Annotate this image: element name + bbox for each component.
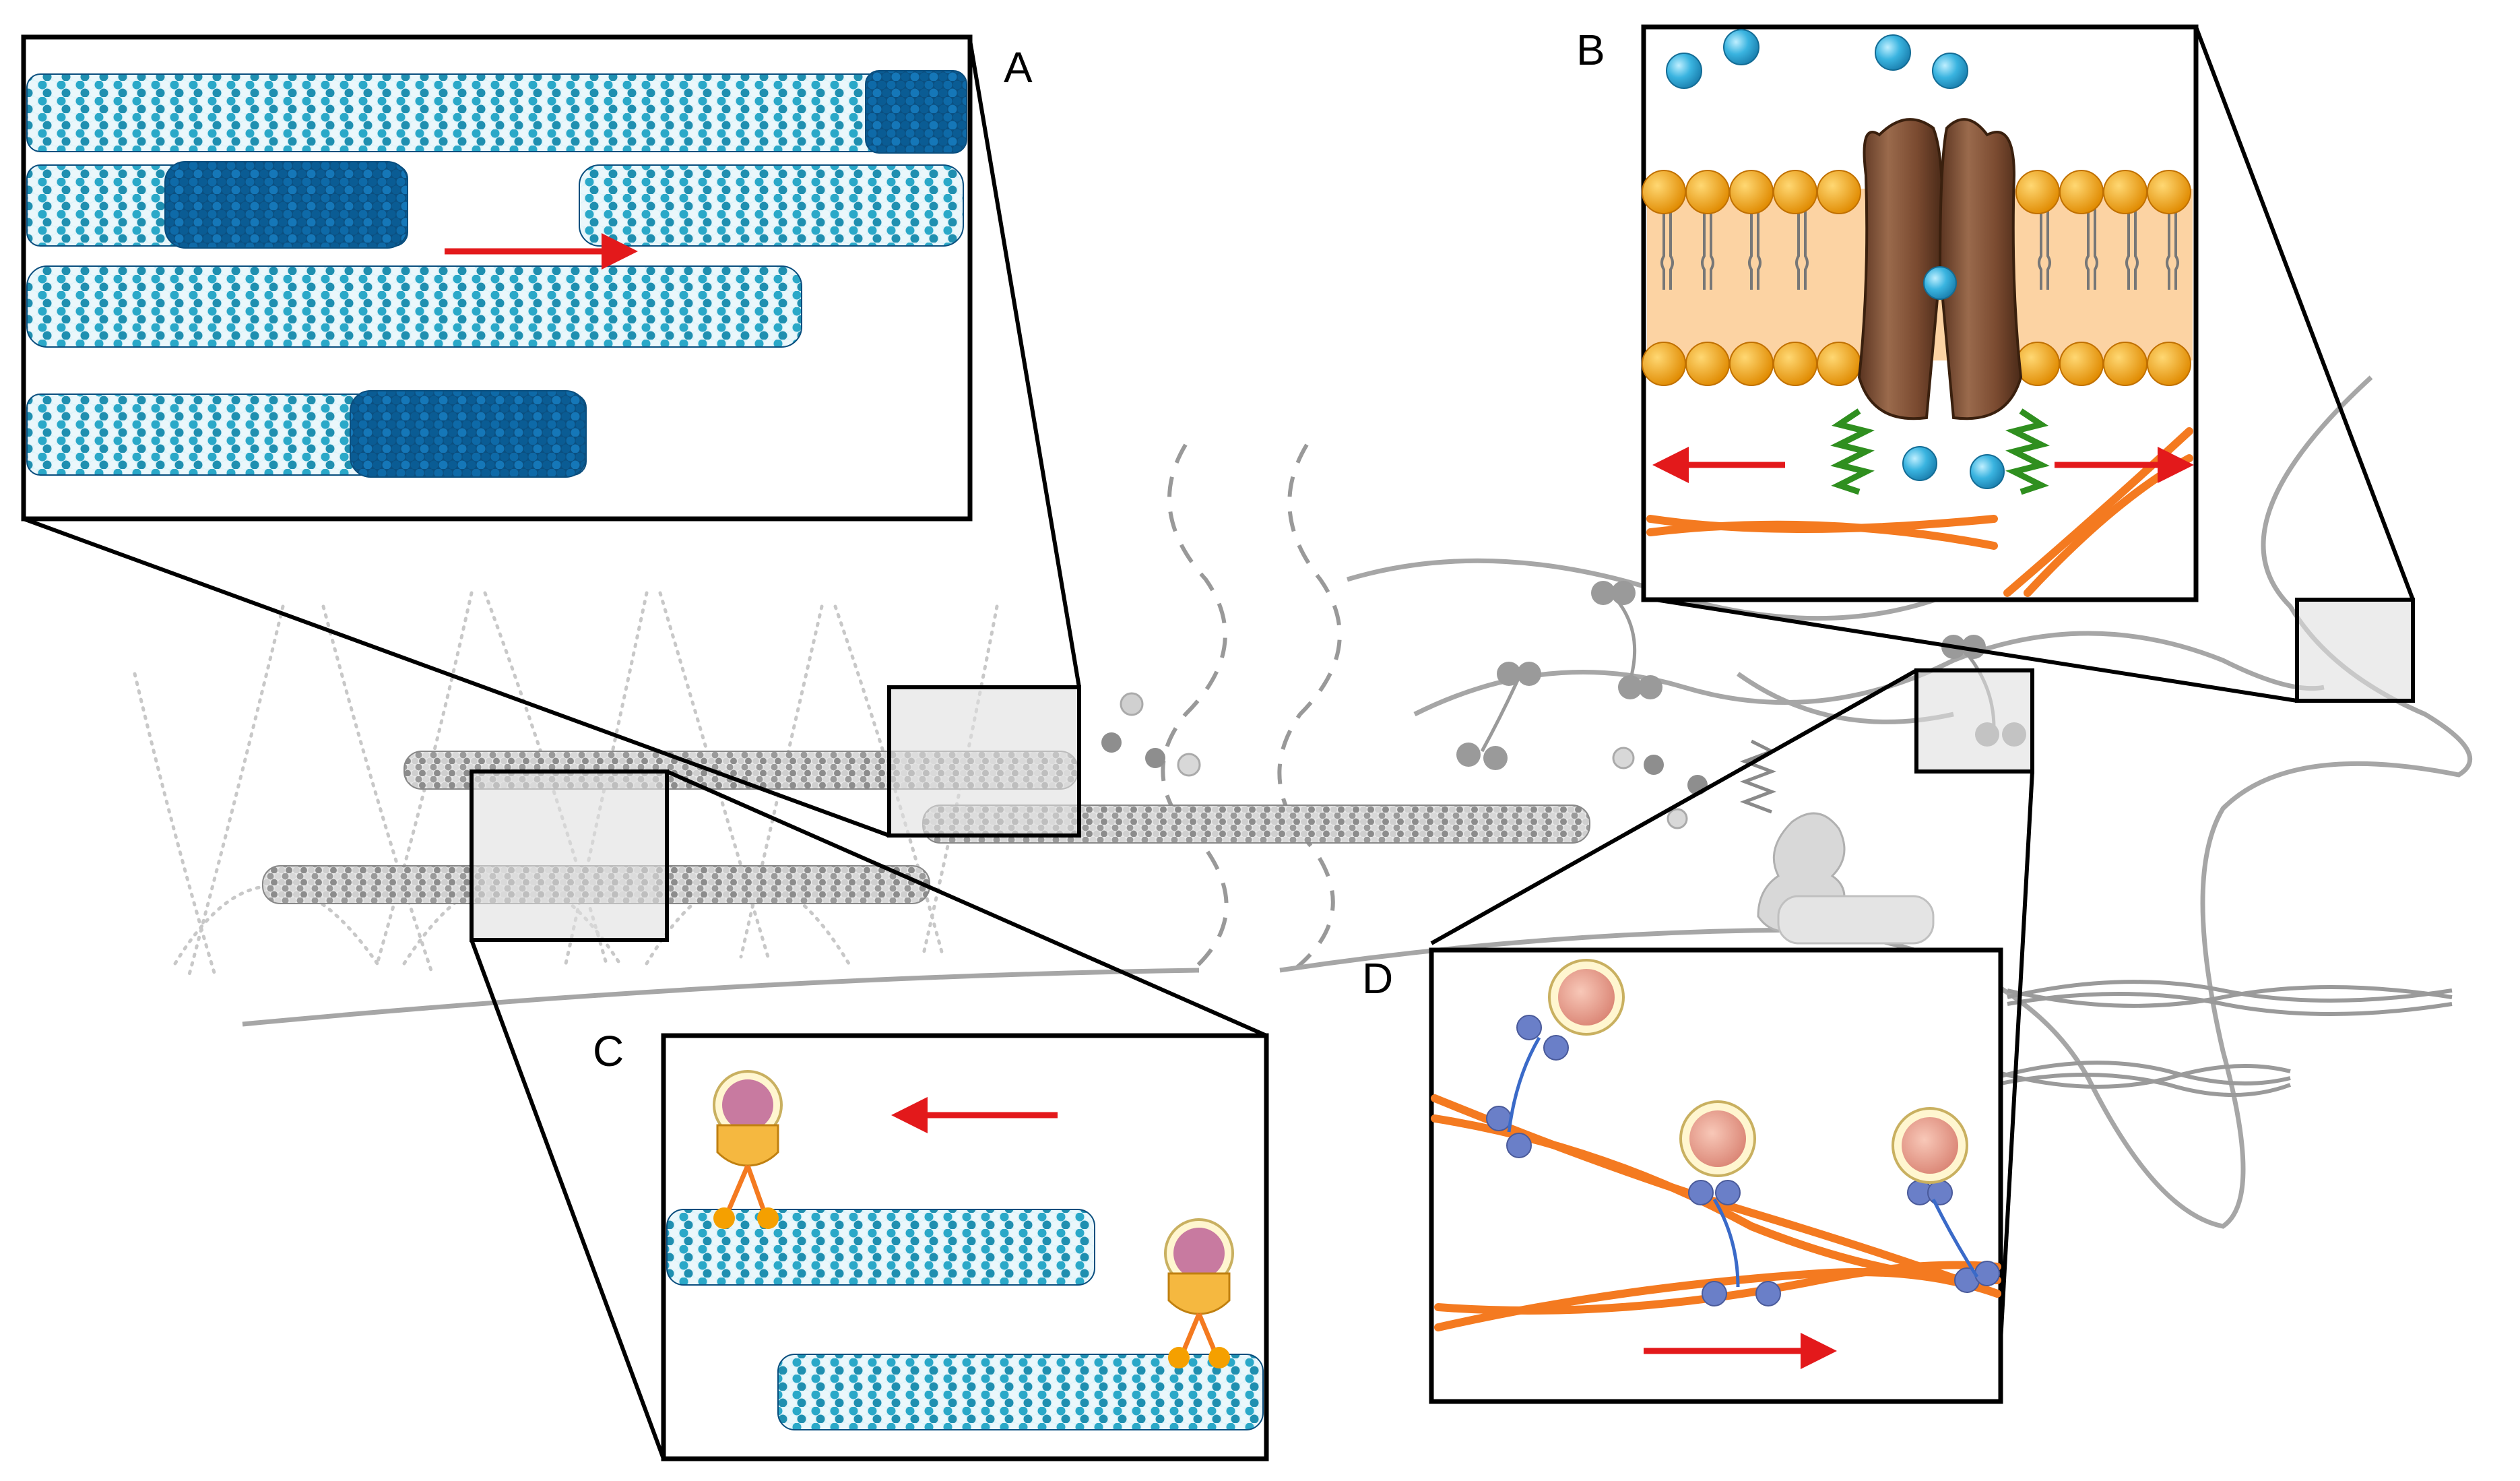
zoom-connector-lines bbox=[22, 26, 2415, 1460]
panel-label-a: A bbox=[1004, 43, 1033, 92]
panel-d bbox=[1429, 947, 2003, 1404]
ion-icons bbox=[1666, 29, 2005, 489]
lipid-tails bbox=[1660, 202, 2179, 290]
microtubules-panel-a bbox=[26, 70, 967, 478]
vesicle-icons bbox=[1548, 959, 1968, 1184]
panel-a bbox=[21, 34, 973, 522]
zoom-source-boxes bbox=[470, 598, 2415, 942]
panel-label-b: B bbox=[1576, 26, 1605, 74]
motor-protein-icon bbox=[713, 1070, 783, 1229]
panel-b bbox=[1641, 24, 2199, 602]
microtubules-panel-c bbox=[666, 1209, 1264, 1430]
motor-protein-icon bbox=[1164, 1218, 1234, 1368]
panel-label-d: D bbox=[1362, 954, 1394, 1003]
spring-linkers bbox=[1830, 408, 2050, 495]
myosin-motors bbox=[1486, 1015, 2000, 1306]
ion-channel-icon bbox=[1857, 118, 2023, 420]
panel-label-c: C bbox=[593, 1027, 624, 1075]
panel-c bbox=[661, 1033, 1269, 1461]
lipid-heads bbox=[1642, 170, 2191, 386]
